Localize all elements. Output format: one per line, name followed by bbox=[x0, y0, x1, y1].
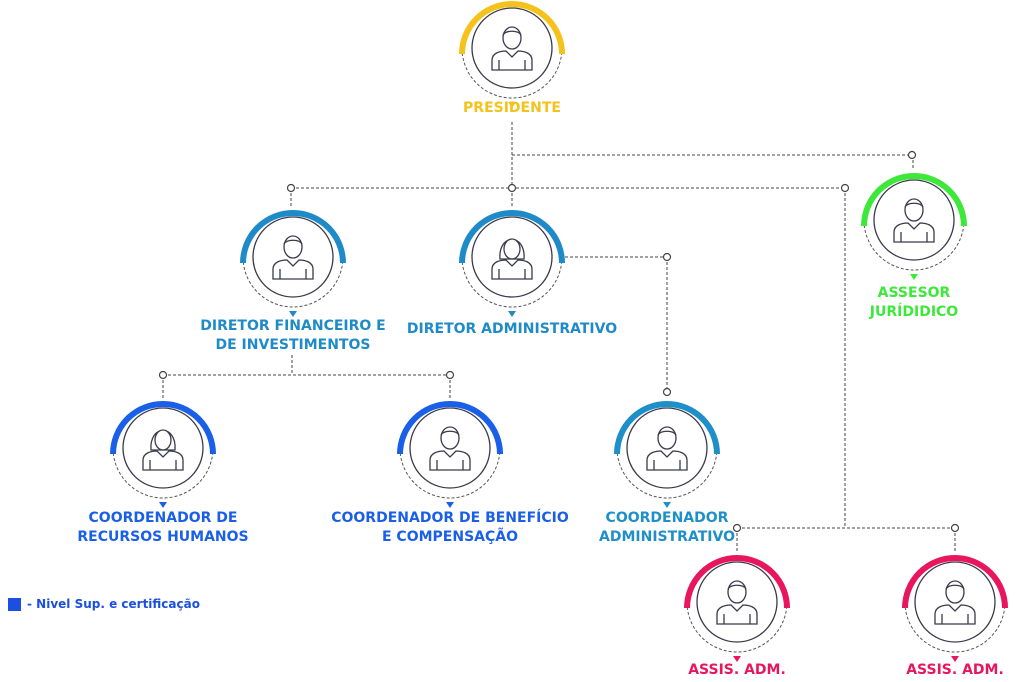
female-person-icon bbox=[491, 238, 533, 280]
role-arc bbox=[110, 401, 216, 455]
node-label: COORDENADOR DE bbox=[89, 510, 238, 526]
dashed-ring bbox=[399, 447, 501, 499]
dashed-ring bbox=[863, 219, 965, 271]
role-arc bbox=[902, 555, 1008, 609]
avatar-circle bbox=[252, 216, 334, 298]
node-assis-adm-1[interactable]: ASSIS. ADM. bbox=[684, 555, 790, 678]
pointer-triangle-icon bbox=[289, 311, 297, 317]
node-coordenador-rh[interactable]: COORDENADOR DE RECURSOS HUMANOS bbox=[77, 401, 249, 545]
pointer-triangle-icon bbox=[663, 502, 671, 508]
connector-dot bbox=[840, 183, 850, 193]
avatar-circle bbox=[873, 179, 955, 261]
connector-dot bbox=[158, 370, 168, 380]
connector-dot bbox=[507, 183, 517, 193]
node-assis-adm-2[interactable]: ASSIS. ADM. bbox=[902, 555, 1008, 678]
connector-dot bbox=[907, 150, 917, 160]
nodes: PRESIDENTE DIRETOR FINANCEIRO E DE INVESTI… bbox=[77, 1, 1008, 678]
dashed-ring bbox=[242, 256, 344, 308]
male-person-icon bbox=[646, 426, 688, 471]
pointer-triangle-icon bbox=[508, 311, 516, 317]
avatar-circle bbox=[409, 407, 491, 489]
node-label: DIRETOR ADMINISTRATIVO bbox=[407, 321, 617, 337]
role-arc bbox=[684, 555, 790, 609]
dashed-ring bbox=[616, 447, 718, 499]
node-label: DIRETOR FINANCEIRO E bbox=[200, 318, 386, 334]
connector-dot bbox=[445, 370, 455, 380]
node-label: E COMPENSAÇÃO bbox=[382, 528, 518, 545]
node-presidente[interactable]: PRESIDENTE bbox=[459, 1, 565, 116]
pointer-triangle-icon bbox=[951, 656, 959, 662]
pointer-triangle-icon bbox=[446, 502, 454, 508]
role-arc bbox=[614, 401, 720, 455]
legend: - Nivel Sup. e certificação bbox=[8, 597, 200, 611]
role-arc bbox=[459, 1, 565, 55]
connector-dot bbox=[662, 387, 672, 397]
role-arc bbox=[240, 210, 346, 264]
node-label: ASSIS. ADM. bbox=[688, 662, 786, 678]
pointer-triangle-icon bbox=[910, 274, 918, 280]
role-arc bbox=[861, 173, 967, 227]
connectors bbox=[158, 122, 960, 553]
node-diretor-administrativo[interactable]: DIRETOR ADMINISTRATIVO bbox=[407, 210, 617, 337]
male-person-icon bbox=[491, 26, 533, 71]
dashed-ring bbox=[112, 447, 214, 499]
pointer-triangle-icon bbox=[733, 656, 741, 662]
node-coordenador-administrativo[interactable]: COORDENADOR ADMINISTRATIVO bbox=[599, 401, 735, 545]
avatar-circle bbox=[471, 7, 553, 89]
node-label: COORDENADOR bbox=[606, 510, 729, 526]
male-person-icon bbox=[272, 235, 314, 280]
node-diretor-financeiro[interactable]: DIRETOR FINANCEIRO E DE INVESTIMENTOS bbox=[200, 210, 386, 353]
connector-dot bbox=[662, 252, 672, 262]
role-arc bbox=[459, 210, 565, 264]
female-person-icon bbox=[142, 429, 184, 471]
dashed-ring bbox=[461, 256, 563, 308]
dashed-ring bbox=[904, 601, 1006, 653]
node-label: PRESIDENTE bbox=[463, 100, 561, 116]
male-person-icon bbox=[429, 426, 471, 471]
node-label: JURÍDIDICO bbox=[869, 303, 959, 320]
legend-swatch bbox=[8, 597, 21, 611]
legend-label: - Nivel Sup. e certificação bbox=[27, 597, 200, 611]
pointer-triangle-icon bbox=[508, 102, 516, 108]
avatar-circle bbox=[626, 407, 708, 489]
avatar-circle bbox=[696, 561, 778, 643]
node-label: ASSESOR bbox=[878, 285, 951, 301]
node-label: COORDENADOR DE BENEFÍCIO bbox=[331, 509, 569, 526]
male-person-icon bbox=[716, 580, 758, 625]
role-arc bbox=[397, 401, 503, 455]
node-label: ADMINISTRATIVO bbox=[599, 529, 735, 545]
male-person-icon bbox=[893, 198, 935, 243]
pointer-triangle-icon bbox=[159, 502, 167, 508]
node-label: ASSIS. ADM. bbox=[906, 662, 1004, 678]
node-label: RECURSOS HUMANOS bbox=[77, 529, 248, 545]
dashed-ring bbox=[461, 47, 563, 99]
avatar-circle bbox=[914, 561, 996, 643]
connector-dot bbox=[732, 523, 742, 533]
connector-dot bbox=[950, 523, 960, 533]
connector-dot bbox=[286, 183, 296, 193]
male-person-icon bbox=[934, 580, 976, 625]
node-coordenador-beneficio[interactable]: COORDENADOR DE BENEFÍCIO E COMPENSAÇÃO bbox=[331, 401, 569, 545]
node-label: DE INVESTIMENTOS bbox=[216, 337, 371, 353]
dashed-ring bbox=[686, 601, 788, 653]
node-assessor-juridico[interactable]: ASSESOR JURÍDIDICO bbox=[861, 173, 967, 320]
